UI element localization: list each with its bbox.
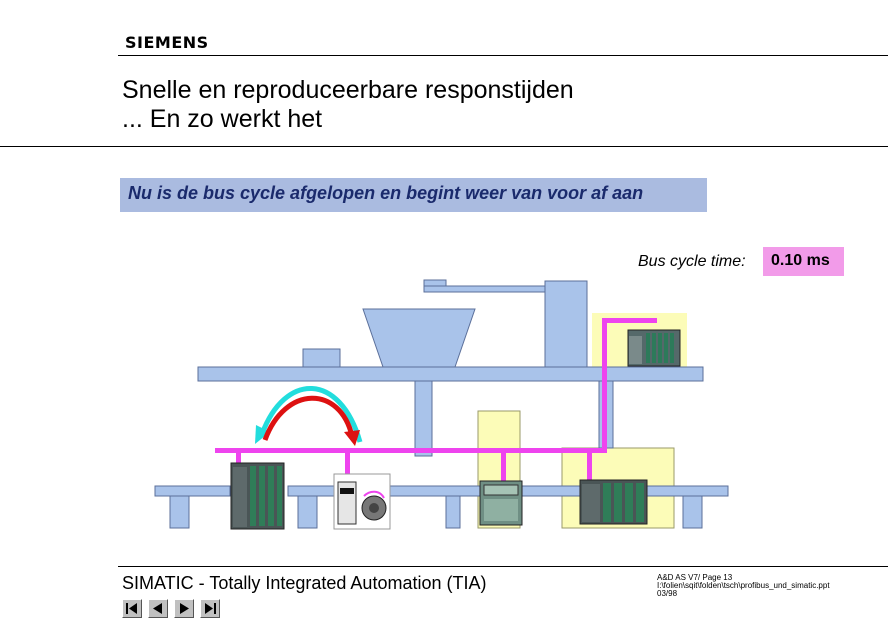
bus-cycle-label: Bus cycle time: xyxy=(638,253,746,270)
table-leg-center xyxy=(414,380,433,457)
bench-left-leg xyxy=(169,495,190,529)
header-divider-top xyxy=(118,55,888,56)
next-slide-icon xyxy=(180,603,189,614)
box-on-table xyxy=(302,348,341,368)
status-banner-text: Nu is de bus cycle afgelopen en begint w… xyxy=(128,183,644,203)
bench-left xyxy=(154,485,231,497)
last-slide-icon xyxy=(205,603,216,614)
plc-rack-left xyxy=(230,462,285,530)
previous-slide-button[interactable] xyxy=(148,599,168,618)
profibus-line xyxy=(215,448,607,453)
profibus-drop-1 xyxy=(236,448,241,473)
plc-rack-top xyxy=(627,329,681,367)
arrow-cyan-head xyxy=(255,425,270,444)
arrow-cyan xyxy=(259,386,363,443)
bench-leg-2 xyxy=(445,495,461,529)
last-slide-button[interactable] xyxy=(200,599,220,618)
profibus-drop-3 xyxy=(501,448,506,481)
status-banner: Nu is de bus cycle afgelopen en begint w… xyxy=(120,178,707,212)
page-subtitle: ... En zo werkt het xyxy=(122,105,323,133)
arrow-red xyxy=(262,395,355,441)
siemens-logo: SIEMENS xyxy=(125,33,209,52)
footer-meta-line3: 03/98 xyxy=(657,589,678,598)
profibus-riser xyxy=(602,318,607,453)
conveyor-table xyxy=(197,366,704,382)
bench-leg-1 xyxy=(297,495,318,529)
footer-divider xyxy=(118,566,888,567)
feeder-tower xyxy=(544,280,588,368)
next-slide-button[interactable] xyxy=(174,599,194,618)
first-slide-button[interactable] xyxy=(122,599,142,618)
io-module xyxy=(479,480,523,526)
bus-cycle-value-box: 0.10 ms xyxy=(763,247,844,276)
profibus-drop-4 xyxy=(587,448,592,481)
bench-leg-3 xyxy=(682,495,703,529)
feeder-pipe xyxy=(423,285,555,293)
first-slide-icon xyxy=(126,603,137,614)
plc-rack-bottom-right xyxy=(579,479,648,525)
footer-title: SIMATIC - Totally Integrated Automation … xyxy=(122,573,487,593)
hopper xyxy=(362,308,476,368)
header-divider-bottom xyxy=(0,146,888,147)
previous-slide-icon xyxy=(153,603,162,614)
footer-meta-line1: A&D AS V7/ Page 13 xyxy=(657,573,733,582)
footer-meta-line2: I:\folien\sqit\folden\tsch\profibus_und_… xyxy=(657,581,830,590)
drive-unit xyxy=(333,473,391,530)
bus-cycle-value: 0.10 ms xyxy=(771,252,830,269)
page-title: Snelle en reproduceerbare responstijden xyxy=(122,76,574,104)
profibus-top-run xyxy=(602,318,657,323)
profibus-drop-2 xyxy=(345,448,350,478)
arrow-red-head xyxy=(344,430,360,446)
